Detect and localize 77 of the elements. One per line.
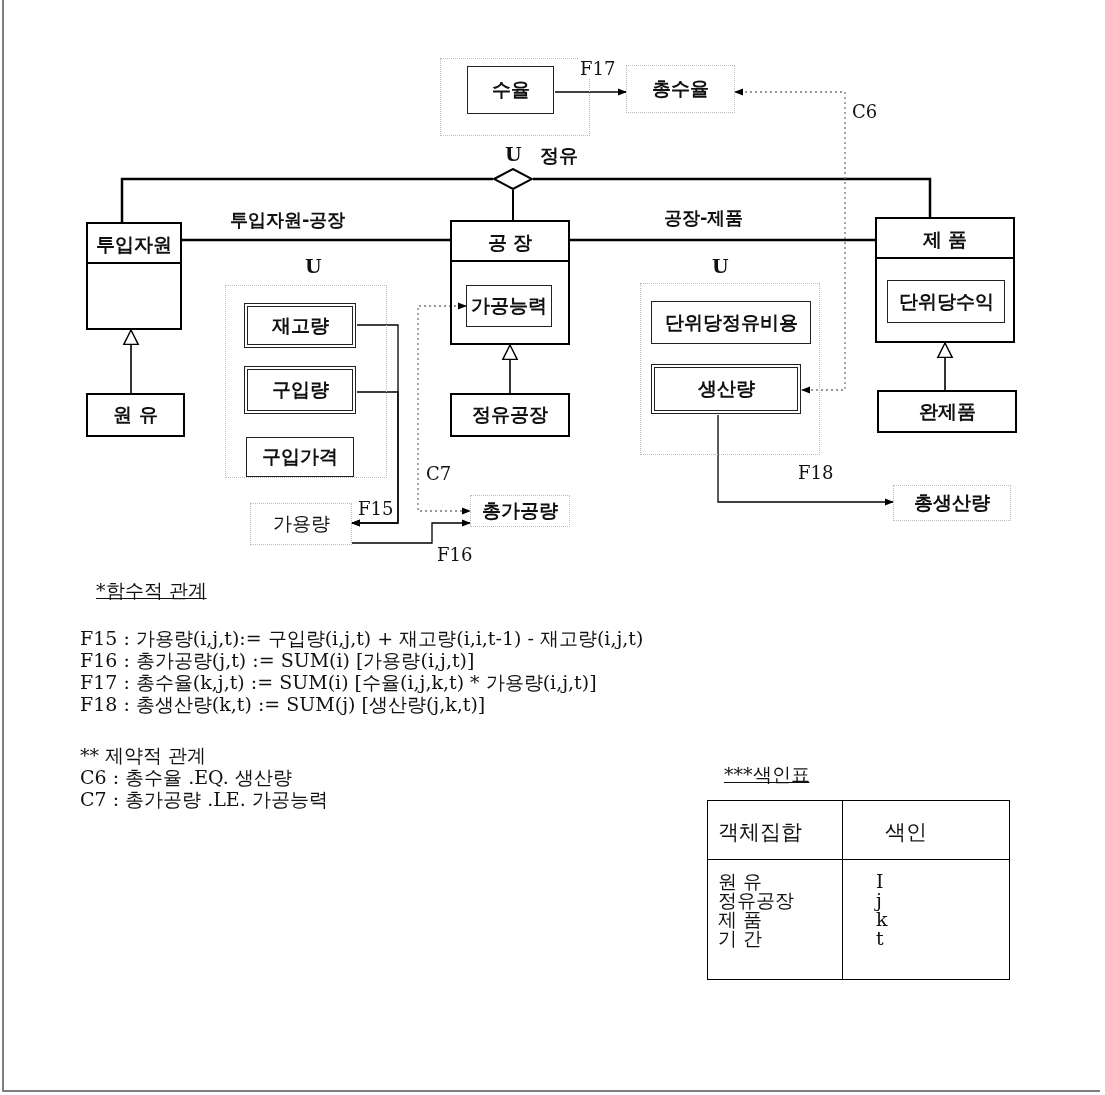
entity-box	[86, 393, 185, 437]
arrow	[351, 519, 471, 544]
union-sign: U	[712, 255, 729, 277]
entity-box	[86, 222, 182, 330]
relationship-line	[182, 238, 450, 242]
table-cell: 정유공장	[718, 891, 794, 910]
attribute-box	[250, 503, 352, 545]
section-heading: ** 제약적 관계	[80, 743, 207, 768]
generalization-line	[123, 329, 139, 394]
table-cell: k	[876, 910, 888, 929]
attribute-name: 재고량	[271, 312, 329, 338]
generalization-line	[937, 342, 953, 391]
attribute-box	[467, 66, 554, 114]
attribute-box	[887, 280, 1005, 323]
group-box	[640, 283, 820, 455]
arrow	[717, 414, 894, 506]
attribute-name: 가용량	[272, 511, 330, 536]
table-cell: j	[876, 891, 882, 910]
entity-name: 완제품	[918, 398, 976, 424]
constraint: C6 : 총수율 .EQ. 생산량	[80, 765, 292, 790]
table-cell: 제 품	[718, 910, 763, 929]
attribute-box	[244, 303, 356, 348]
section-heading: *함수적 관계	[96, 578, 207, 603]
arrow	[351, 391, 399, 527]
entity-box	[450, 220, 570, 345]
union-sign: U	[305, 255, 322, 277]
formula: F16 : 총가공량(j,t) := SUM(i) [가용량(i,j,t)]	[80, 649, 475, 673]
relationship-name: 정유	[540, 143, 578, 168]
attribute-box	[246, 437, 354, 477]
attribute-box	[651, 364, 801, 414]
table-cell: 기 간	[718, 929, 763, 948]
union-sign: U	[505, 143, 522, 165]
entity-name: 원 유	[113, 402, 158, 427]
attribute-box	[651, 301, 811, 344]
attribute-box	[244, 366, 356, 414]
formula: F18 : 총생산량(k,t) := SUM(j) [생산량(j,k,t)]	[80, 693, 486, 717]
attribute-name: 가공능력	[471, 293, 547, 318]
entity-box	[450, 393, 570, 437]
table-header-cell-text: 객체집합	[718, 819, 802, 846]
relationship-line	[120, 177, 493, 222]
entity-name: 공 장	[452, 222, 568, 262]
table-cell: I	[876, 872, 884, 891]
entity-name: 투입자원	[88, 224, 180, 264]
formula: F15 : 가용량(i,j,t):= 구입량(i,j,t) + 재고량(i,i,t-1) - 재고량(i,j,t)	[80, 626, 644, 651]
attribute-box	[466, 285, 552, 327]
relationship-line	[512, 189, 514, 221]
relationship-symbol	[493, 168, 533, 190]
formula: F17 : 총수율(k,j,t) := SUM(i) [수율(i,j,k,t) * 가용량(i,j,t)]	[80, 671, 597, 695]
arrow	[734, 88, 846, 394]
generalization-line	[502, 344, 518, 394]
attribute-box	[893, 485, 1011, 521]
attribute-box	[470, 495, 570, 527]
table-cell: t	[876, 929, 884, 948]
attribute-name: 총가공량	[482, 498, 558, 523]
arrow	[417, 302, 471, 515]
arrow	[554, 88, 627, 96]
attribute-name: 생산량	[697, 376, 755, 401]
relationship-line	[533, 177, 932, 217]
attribute-box	[626, 65, 735, 113]
table-cell: 원 유	[718, 872, 763, 891]
entity-name: 정유공장	[472, 402, 548, 427]
table-header-cell-text: 색인	[885, 819, 927, 846]
attribute-name: 구입량	[271, 377, 329, 402]
attribute-name: 수율	[491, 77, 530, 102]
attribute-name: 총생산량	[914, 490, 990, 515]
edge-label: F17	[578, 58, 618, 79]
attribute-name: 구입가격	[262, 444, 338, 469]
entity-box	[877, 390, 1017, 433]
entity-name: 제 품	[877, 219, 1013, 259]
table-title: ***색인표	[724, 762, 810, 787]
attribute-name: 단위당정유비용	[664, 309, 798, 335]
attribute-name: 총수율	[652, 76, 709, 101]
attribute-name: 단위당수익	[898, 288, 994, 314]
constraint: C7 : 총가공량 .LE. 가공능력	[80, 787, 328, 812]
entity-box	[875, 217, 1015, 343]
relationship-line	[570, 238, 875, 242]
group-box	[225, 285, 387, 478]
